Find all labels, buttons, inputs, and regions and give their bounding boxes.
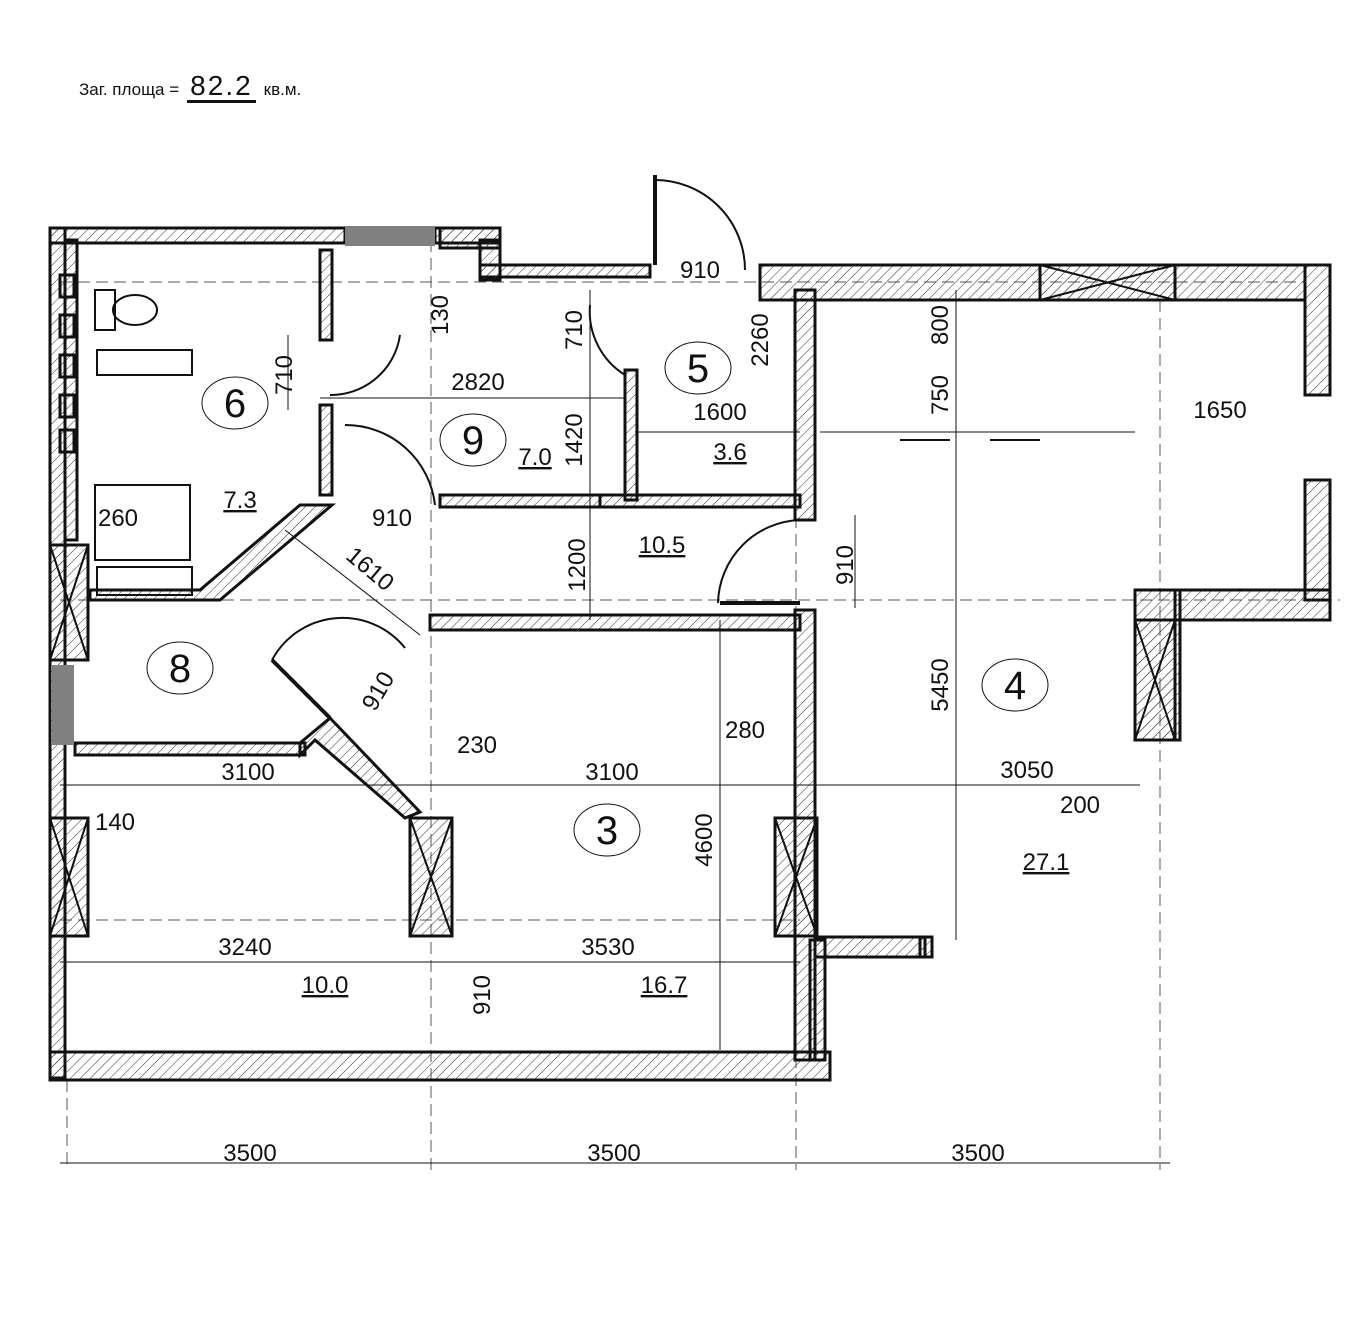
ventilation-shaft bbox=[773, 816, 819, 938]
dimension-label: 3100 bbox=[585, 759, 638, 786]
wall bbox=[48, 226, 347, 245]
dimension-label: 1420 bbox=[561, 413, 588, 466]
room-number-4: 4 bbox=[981, 658, 1049, 712]
wall bbox=[298, 715, 423, 820]
ventilation-shaft bbox=[1133, 618, 1177, 742]
room-number-5: 5 bbox=[664, 341, 732, 395]
dimension-label: 1650 bbox=[1193, 397, 1246, 424]
dimension-label: 3500 bbox=[587, 1140, 640, 1167]
fixtures bbox=[94, 175, 1040, 720]
total-area-header: Заг. площа = 82.2 кв.м. bbox=[79, 72, 301, 103]
dimension-label: 5450 bbox=[927, 658, 954, 711]
room-area: 16.7 bbox=[641, 972, 688, 999]
dimension-label: 1610 bbox=[341, 542, 399, 597]
wall bbox=[623, 368, 639, 502]
wall bbox=[478, 238, 502, 282]
wall bbox=[813, 935, 927, 959]
room-area: 7.3 bbox=[223, 487, 256, 514]
wall bbox=[48, 1050, 832, 1082]
dimension-label: 910 bbox=[372, 505, 412, 532]
wall bbox=[318, 248, 334, 342]
dimension-label: 3500 bbox=[951, 1140, 1004, 1167]
dimension-lines bbox=[60, 290, 1170, 1164]
wall bbox=[1173, 588, 1332, 622]
wall bbox=[758, 263, 1307, 302]
vent-block bbox=[58, 273, 76, 299]
vent-block bbox=[58, 313, 76, 339]
svg-text:4: 4 bbox=[1004, 664, 1026, 708]
wall bbox=[478, 263, 652, 279]
room-number-3: 3 bbox=[573, 803, 641, 857]
wall bbox=[318, 403, 334, 497]
vent-block bbox=[58, 428, 76, 454]
window bbox=[345, 226, 435, 246]
wall bbox=[438, 493, 602, 509]
dimension-label: 3530 bbox=[581, 934, 634, 961]
dimension-label: 4600 bbox=[691, 813, 718, 866]
svg-text:8: 8 bbox=[169, 647, 191, 691]
dimension-label: 2820 bbox=[451, 369, 504, 396]
svg-text:5: 5 bbox=[687, 347, 709, 391]
dimension-label: 710 bbox=[561, 310, 588, 350]
vent-block bbox=[58, 393, 76, 419]
dimension-label: 3050 bbox=[1000, 757, 1053, 784]
ventilation-shaft bbox=[48, 543, 90, 662]
dimension-label: 3500 bbox=[223, 1140, 276, 1167]
room-number-6: 6 bbox=[201, 376, 269, 430]
vent-block bbox=[58, 353, 76, 379]
dimension-label: 3100 bbox=[221, 759, 274, 786]
dimension-label: 200 bbox=[1060, 792, 1100, 819]
dimension-label: 910 bbox=[832, 545, 859, 585]
total-area-label: Заг. площа = bbox=[79, 80, 180, 99]
dimension-label: 280 bbox=[725, 717, 765, 744]
wall bbox=[1303, 478, 1332, 602]
walls bbox=[48, 226, 1332, 1082]
svg-text:6: 6 bbox=[224, 382, 246, 426]
window bbox=[52, 665, 74, 745]
wall bbox=[1303, 263, 1332, 397]
ventilation-shaft bbox=[1038, 263, 1177, 302]
dimension-label: 140 bbox=[95, 809, 135, 836]
dimension-label: 910 bbox=[680, 257, 720, 284]
dimension-label: 1200 bbox=[564, 538, 591, 591]
total-area-unit: кв.м. bbox=[263, 80, 302, 99]
room-area: 3.6 bbox=[713, 439, 746, 466]
ventilation-shaft bbox=[48, 816, 90, 938]
room-area: 10.0 bbox=[302, 972, 349, 999]
dimension-label: 230 bbox=[457, 732, 497, 759]
dimension-label: 710 bbox=[271, 355, 298, 395]
ventilation-shaft bbox=[408, 816, 454, 938]
dimension-label: 910 bbox=[357, 667, 400, 715]
dimension-label: 910 bbox=[469, 975, 496, 1015]
dimension-label: 1600 bbox=[693, 399, 746, 426]
dimension-label: 750 bbox=[927, 375, 954, 415]
total-area-value: 82.2 bbox=[187, 72, 256, 103]
dimension-label: 800 bbox=[927, 305, 954, 345]
dimension-label: 3240 bbox=[218, 934, 271, 961]
room-area: 10.5 bbox=[639, 532, 686, 559]
wall bbox=[808, 938, 827, 1062]
svg-text:9: 9 bbox=[462, 419, 484, 463]
svg-text:3: 3 bbox=[596, 809, 618, 853]
dimension-label: 260 bbox=[98, 505, 138, 532]
dimension-label: 2260 bbox=[747, 313, 774, 366]
wall bbox=[793, 288, 817, 522]
room-area: 27.1 bbox=[1023, 849, 1070, 876]
dimension-label: 130 bbox=[427, 295, 454, 335]
wall bbox=[428, 613, 802, 632]
wall bbox=[88, 503, 337, 602]
room-number-8: 8 bbox=[146, 641, 214, 695]
room-number-9: 9 bbox=[439, 413, 507, 467]
room-area: 7.0 bbox=[518, 444, 551, 471]
wall bbox=[73, 741, 307, 757]
